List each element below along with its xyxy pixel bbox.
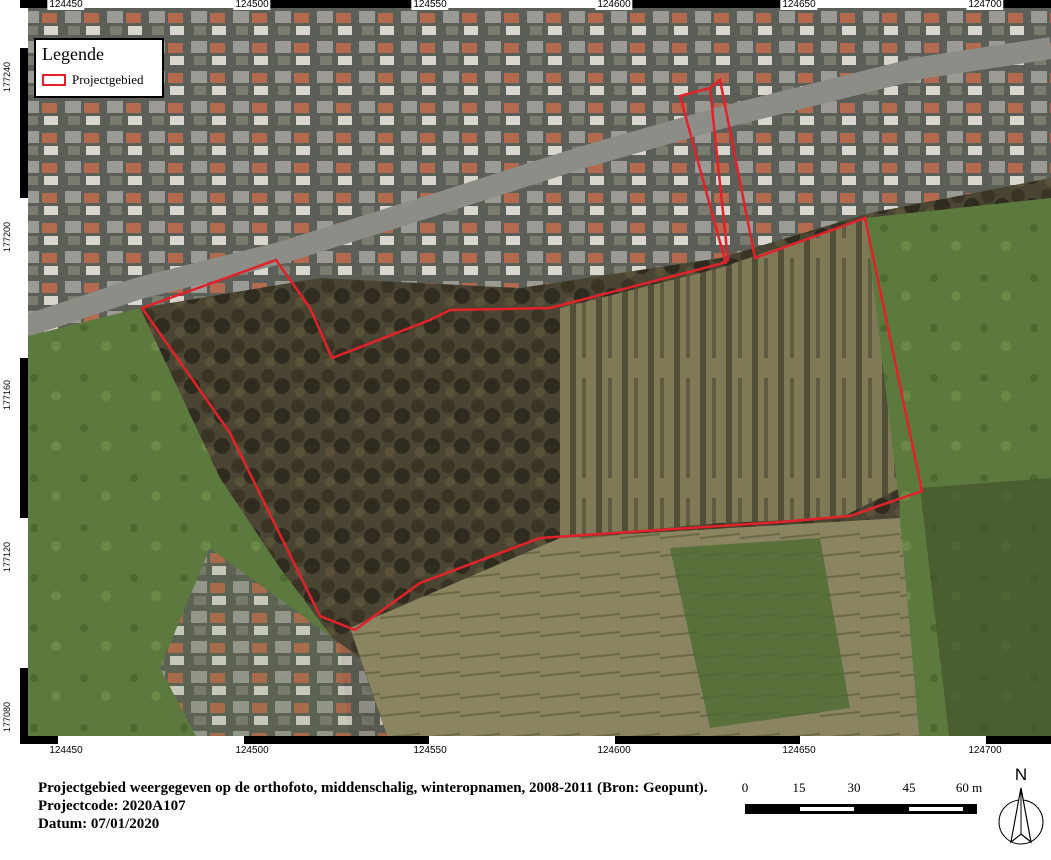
x-tick-label-top: 124450 — [47, 0, 85, 10]
orthophoto — [20, 8, 1051, 744]
scale-label: 15 — [792, 780, 806, 795]
north-arrow: N — [996, 766, 1046, 850]
map-frame — [20, 8, 1051, 744]
scale-label: 60 m — [955, 780, 983, 795]
map-caption: Projectgebied weergegeven op de orthofot… — [38, 779, 708, 833]
top-coordinate-bar — [20, 0, 1051, 8]
scale-label: 45 — [902, 780, 916, 795]
legend-swatch — [42, 74, 66, 86]
legend-item-projectgebied: Projectgebied — [42, 72, 156, 88]
scale-label: 0 — [741, 780, 749, 795]
legend-item-label: Projectgebied — [72, 72, 144, 87]
y-tick-label: 177240 — [2, 61, 12, 92]
map-legend: Legende Projectgebied — [34, 38, 164, 98]
project-boundary — [140, 77, 924, 632]
x-tick-label-bottom: 124550 — [411, 745, 449, 756]
x-tick-label-bottom: 124600 — [595, 745, 633, 756]
caption-date: Datum: 07/01/2020 — [38, 816, 160, 832]
x-tick-label-top: 124700 — [966, 0, 1004, 10]
scale-bar-graphic — [745, 804, 977, 814]
x-tick-label-bottom: 124500 — [233, 745, 271, 756]
compass-icon — [998, 787, 1044, 845]
y-tick-label: 177120 — [2, 541, 12, 572]
x-tick-label-top: 124650 — [780, 0, 818, 10]
scale-label: 30 — [847, 780, 861, 795]
x-tick-label-top: 124500 — [233, 0, 271, 10]
legend-title: Legende — [42, 44, 104, 64]
north-letter: N — [1014, 765, 1028, 784]
x-tick-label-bottom: 124700 — [966, 745, 1004, 756]
x-tick-label-bottom: 124650 — [780, 745, 818, 756]
scale-bar: 0 15 30 45 60 m — [742, 780, 992, 820]
y-tick-label: 177080 — [2, 701, 12, 732]
x-tick-label-top: 124600 — [595, 0, 633, 10]
y-tick-label: 177160 — [2, 379, 12, 410]
caption-projectcode: Projectcode: 2020A107 — [38, 798, 186, 814]
x-tick-label-bottom: 124450 — [47, 745, 85, 756]
left-coordinate-bar — [20, 8, 28, 744]
x-tick-label-top: 124550 — [411, 0, 449, 10]
caption-description: Projectgebied weergegeven op de orthofot… — [38, 780, 708, 796]
bottom-coordinate-bar — [20, 736, 1051, 744]
y-tick-label: 177200 — [2, 221, 12, 252]
